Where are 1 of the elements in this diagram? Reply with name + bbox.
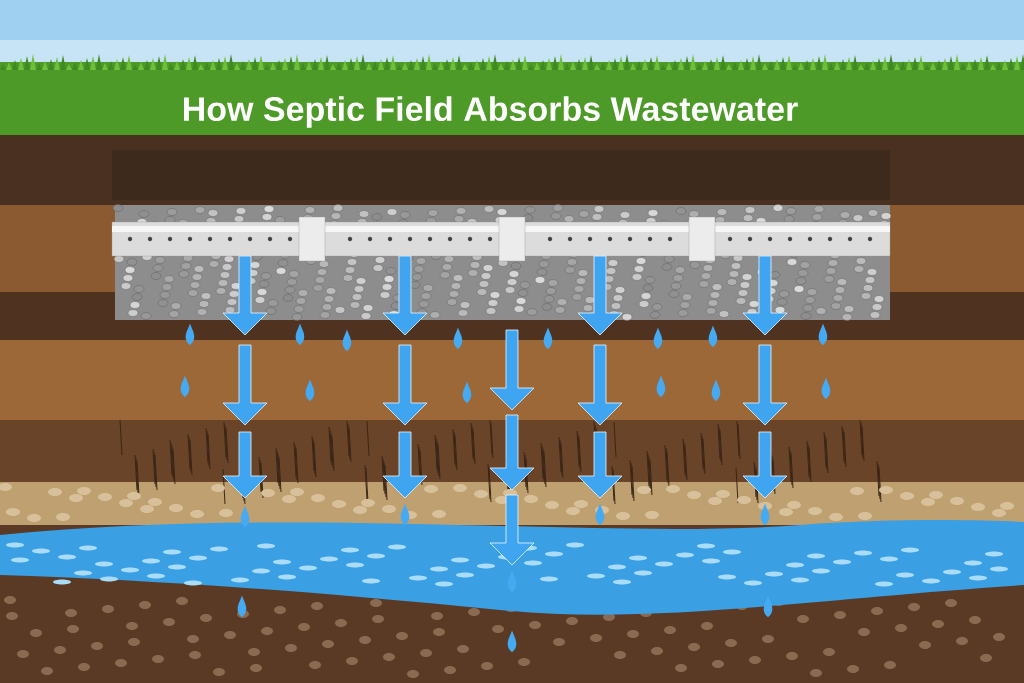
title: How Septic Field Absorbs Wastewater (184, 96, 798, 128)
